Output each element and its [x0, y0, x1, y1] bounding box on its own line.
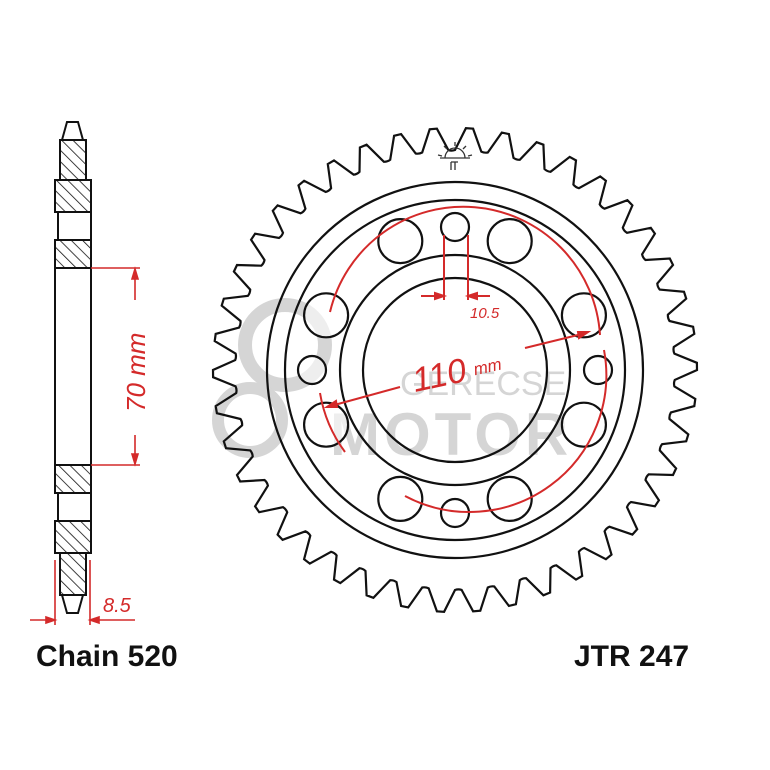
ring-circle	[338, 253, 572, 487]
watermark-line2: MOTOR	[330, 401, 572, 468]
watermark-line1: GERECSE	[400, 365, 566, 403]
part-number-label: JTR 247	[574, 640, 690, 673]
hub-dimension	[91, 266, 140, 467]
bolt-hole	[296, 354, 328, 386]
lightening-hole	[303, 292, 350, 339]
lightening-hole	[377, 475, 424, 522]
ring-circle	[361, 276, 549, 464]
ring-circle	[283, 198, 627, 542]
lightening-hole	[377, 218, 424, 265]
bolt-hole	[439, 211, 471, 243]
lightening-hole	[560, 401, 608, 448]
pcd-dimension	[319, 205, 608, 514]
ring-circle	[265, 180, 645, 560]
bolt-hole	[582, 354, 614, 386]
lightening-hole	[303, 401, 350, 448]
sprocket-teeth-outline	[211, 127, 699, 613]
chain-label: Chain 520	[36, 640, 178, 673]
bolt-hole-label: 10.5	[470, 305, 500, 322]
side-profile	[54, 121, 92, 614]
sprocket-front-view	[211, 127, 699, 613]
lightening-hole	[486, 218, 533, 265]
thickness-dimension	[30, 560, 135, 625]
hub-diameter-label: 70 mm	[121, 333, 151, 412]
bolt-hole	[439, 497, 471, 529]
bolt-holes	[296, 211, 614, 529]
brand-logo-icon	[437, 142, 473, 170]
thickness-label: 8.5	[103, 595, 132, 617]
lightening-hole	[486, 475, 533, 522]
